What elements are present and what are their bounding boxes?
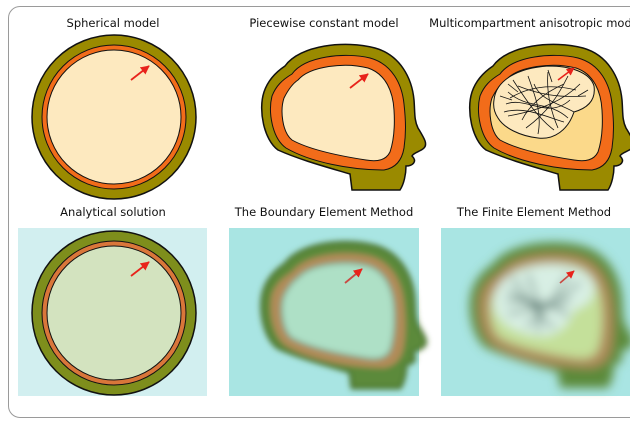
piecewise-constant-head-diagram <box>262 44 426 190</box>
spherical-model-diagram <box>32 35 196 199</box>
finite-element-method-panel <box>441 228 630 396</box>
boundary-element-method-panel <box>229 228 426 396</box>
multicompartment-head-diagram <box>470 44 630 190</box>
analytical-solution-panel <box>18 228 207 396</box>
